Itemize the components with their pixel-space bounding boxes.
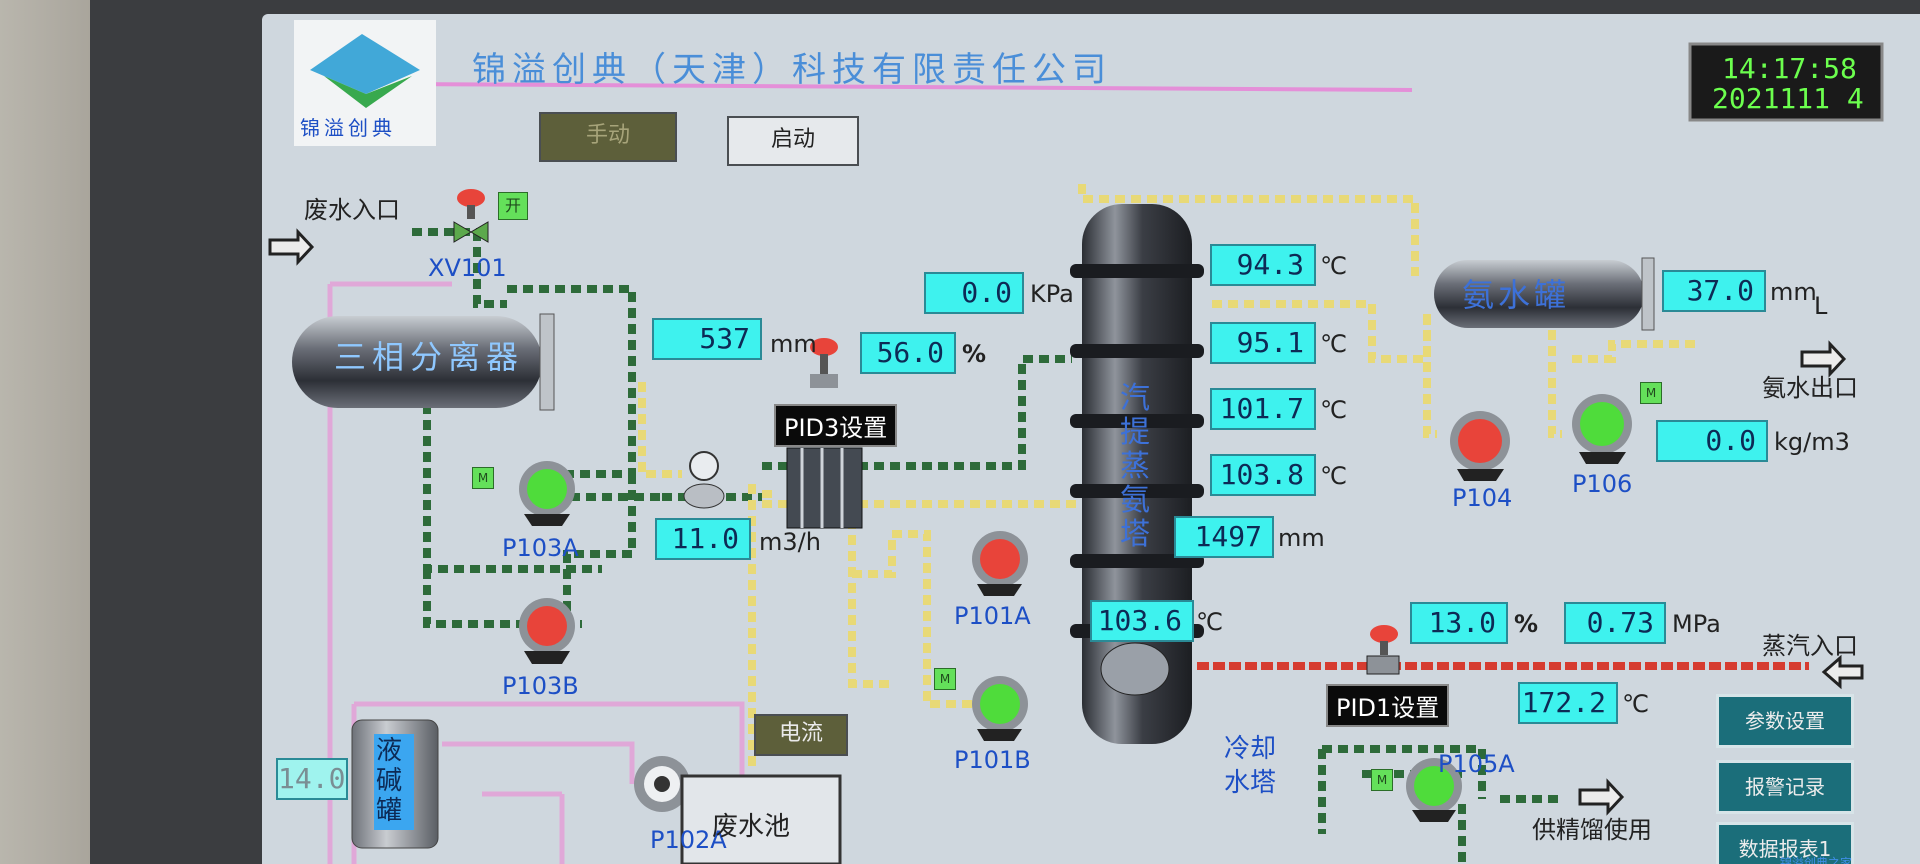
pump-p101b xyxy=(972,676,1028,741)
ammonia-tank-label: 氨水罐 xyxy=(1462,276,1571,314)
steam-pressure-value[interactable]: 0.73 xyxy=(1564,602,1666,644)
param-settings-button[interactable]: 参数设置 xyxy=(1716,694,1854,748)
manual-button[interactable]: 手动 xyxy=(539,112,677,162)
flow-meter xyxy=(683,451,725,509)
separator-vessel xyxy=(292,316,542,408)
temp1-value[interactable]: 94.3 xyxy=(1210,244,1316,286)
p103a-label: P103A xyxy=(502,534,579,562)
cooling-tower-label: 冷却水塔 xyxy=(1224,734,1277,798)
tower-label: 汽提蒸氨塔 xyxy=(1120,381,1150,552)
density-value[interactable]: 0.0 xyxy=(1656,420,1768,462)
heat-exchanger xyxy=(786,447,863,529)
separator-level-value[interactable]: 537 xyxy=(652,318,762,360)
flow-arrows xyxy=(268,228,1864,816)
process-diagram xyxy=(268,20,1884,864)
ammonia-outlet-label: 氨水出口 xyxy=(1762,374,1858,402)
logo-text: 锦溢创典 xyxy=(300,116,396,140)
alarm-records-button[interactable]: 报警记录 xyxy=(1716,760,1854,814)
p101b-motor-indicator[interactable]: M xyxy=(934,668,956,690)
watermark: 锦溢创典之家 xyxy=(1780,856,1853,864)
p105a-motor-indicator[interactable]: M xyxy=(1371,769,1393,791)
xv101-valve xyxy=(453,189,489,243)
clock-frame xyxy=(1688,42,1884,122)
wastewater-inlet-label: 废水入口 xyxy=(304,196,400,224)
header-underline xyxy=(396,82,1413,92)
p106-label: P106 xyxy=(1572,470,1633,498)
p101b-label: P101B xyxy=(954,746,1031,774)
temp-bottom-unit: ℃ xyxy=(1196,608,1223,636)
ammonia-tank xyxy=(1434,260,1644,328)
pump-p101a xyxy=(972,531,1028,596)
temp3-unit: ℃ xyxy=(1320,396,1347,424)
steam-temp-unit: ℃ xyxy=(1622,690,1649,718)
xv101-open-indicator[interactable]: 开 xyxy=(498,192,528,220)
p103b-label: P103B xyxy=(502,672,579,700)
temp3-value[interactable]: 101.7 xyxy=(1210,388,1316,430)
valve-pct-value[interactable]: 56.0 xyxy=(860,332,956,374)
temp-bottom-value[interactable]: 103.6 xyxy=(1090,600,1194,642)
separator-label: 三相分离器 xyxy=(334,338,525,376)
wastewater-pool-label: 废水池 xyxy=(712,812,791,842)
temp4-unit: ℃ xyxy=(1320,462,1347,490)
pump-p103a xyxy=(519,461,575,526)
company-title: 锦溢创典（天津）科技有限责任公司 xyxy=(472,50,1112,90)
flow-value[interactable]: 11.0 xyxy=(655,518,751,560)
supply-use-label: 供精馏使用 xyxy=(1532,816,1652,844)
temp2-value[interactable]: 95.1 xyxy=(1210,322,1316,364)
separator-flange xyxy=(539,313,555,411)
steam-pressure-unit: MPa xyxy=(1672,610,1721,638)
pump-p102a xyxy=(634,756,690,812)
pump-p103b xyxy=(519,598,575,664)
pressure-unit: KPa xyxy=(1030,280,1074,308)
tower-level-value[interactable]: 1497 xyxy=(1174,516,1274,558)
hmi-screen: 锦溢创典 锦溢创典（天津）科技有限责任公司 14:17:58 2021111 4… xyxy=(262,14,1920,864)
valve-pct-unit: % xyxy=(962,340,987,368)
pid3-button[interactable]: PID3设置 xyxy=(774,404,898,447)
ammonia-tank-flange xyxy=(1641,257,1655,331)
density-unit: kg/m3 xyxy=(1774,428,1850,456)
clock-date: 2021111 4 xyxy=(1712,82,1864,115)
tower-level-unit: mm xyxy=(1278,524,1325,552)
p101a-label: P101A xyxy=(954,602,1031,630)
caustic-value[interactable]: 14.0 xyxy=(276,758,348,800)
tank-level-value[interactable]: 37.0 xyxy=(1662,270,1766,312)
steam-valve-pct-unit: % xyxy=(1514,610,1539,638)
column-reboiler xyxy=(1100,642,1170,696)
pump-p104 xyxy=(1450,411,1510,481)
pump-p105a xyxy=(1406,758,1462,822)
clock-time: 14:17:58 xyxy=(1722,52,1857,85)
temp4-value[interactable]: 103.8 xyxy=(1210,454,1316,496)
control-valve-pid3 xyxy=(810,338,838,388)
p104-label: P104 xyxy=(1452,484,1513,512)
tank-level-unit: mm xyxy=(1770,278,1817,306)
p106-motor-indicator[interactable]: M xyxy=(1640,382,1662,404)
p102a-label: P102A xyxy=(650,826,727,854)
p103a-motor-indicator[interactable]: M xyxy=(472,467,494,489)
wall-background xyxy=(0,0,90,864)
steam-temp-value[interactable]: 172.2 xyxy=(1518,682,1618,724)
steam-valve-pct-value[interactable]: 13.0 xyxy=(1410,602,1508,644)
data-report-button[interactable]: 数据报表1 xyxy=(1716,822,1854,864)
logo-mark-green xyxy=(324,76,412,108)
logo-mark-blue xyxy=(310,34,420,94)
temp1-unit: ℃ xyxy=(1320,252,1347,280)
start-button[interactable]: 启动 xyxy=(727,116,859,166)
steam-valve xyxy=(1366,625,1400,675)
p105a-label: P105A xyxy=(1438,750,1515,778)
pump-p106 xyxy=(1572,394,1632,464)
steam-inlet-label: 蒸汽入口 xyxy=(1762,632,1858,660)
pressure-value[interactable]: 0.0 xyxy=(924,272,1024,314)
wastewater-pool xyxy=(680,774,842,864)
tank-level-unit-suffix: L xyxy=(1814,292,1828,320)
pipe-pink xyxy=(327,281,745,864)
caustic-tank-label: 液碱罐 xyxy=(376,736,403,826)
separator-level-unit: mm xyxy=(770,330,817,358)
current-button[interactable]: 电流 xyxy=(754,714,848,756)
temp2-unit: ℃ xyxy=(1320,330,1347,358)
pipe-pink-caustic xyxy=(442,741,635,864)
xv101-label: XV101 xyxy=(428,254,507,282)
flow-unit: m3/h xyxy=(759,528,821,556)
pid1-button[interactable]: PID1设置 xyxy=(1326,684,1450,727)
caustic-level xyxy=(374,734,414,830)
